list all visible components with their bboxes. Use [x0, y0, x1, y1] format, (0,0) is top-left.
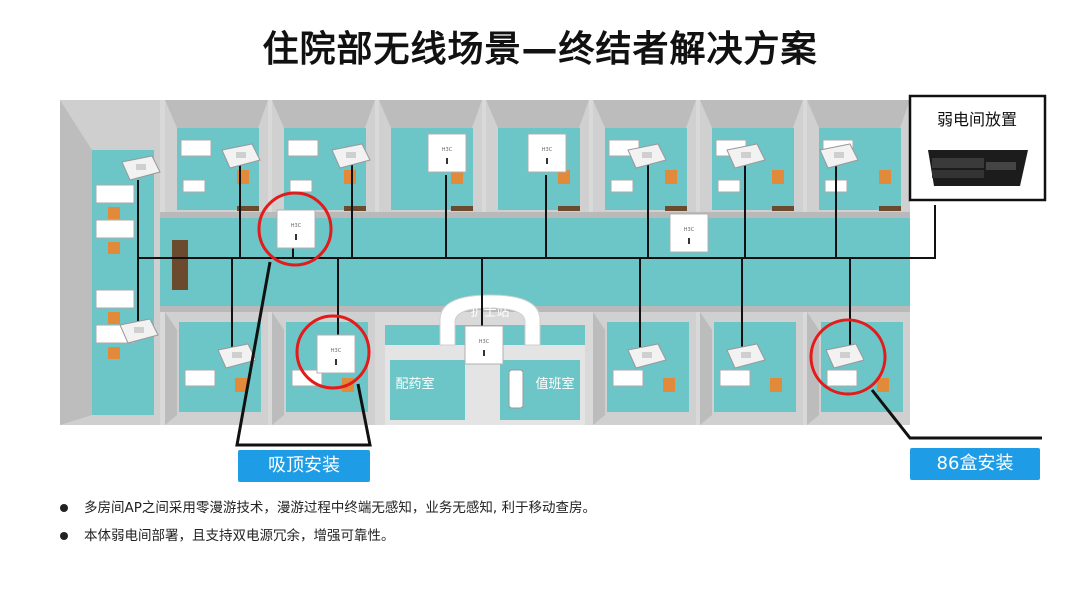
- left-ward-room: [60, 100, 160, 425]
- ceiling-ap-icon: H3C: [528, 134, 566, 172]
- chair-icon: [665, 170, 677, 184]
- ceiling-ap-icon: H3C: [317, 335, 355, 373]
- switch-icon: [928, 150, 1028, 186]
- door-icon: [665, 206, 687, 211]
- ceiling-ap-icon: H3C: [277, 210, 315, 248]
- bed-icon: [613, 370, 643, 386]
- corridor: [160, 212, 910, 312]
- ap-brand-logo: H3C: [331, 348, 342, 354]
- chair-icon: [772, 170, 784, 184]
- bed-icon: [288, 140, 318, 156]
- bed-icon: [290, 180, 312, 192]
- bottom-room: [593, 312, 696, 425]
- duty-room-label: 值班室: [535, 376, 574, 392]
- bed-icon: [183, 180, 205, 192]
- bed-icon: [96, 290, 134, 308]
- chair-icon: [235, 378, 247, 392]
- chair-icon: [344, 170, 356, 184]
- chair-icon: [663, 378, 675, 392]
- ceiling-ap-icon: H3C: [428, 134, 466, 172]
- chair-icon: [237, 170, 249, 184]
- chair-icon: [108, 242, 120, 254]
- door-icon: [344, 206, 366, 211]
- door-icon: [558, 206, 580, 211]
- door-icon: [172, 240, 188, 290]
- bullet-list: 多房间AP之间采用零漫游技术，漫游过程中终端无感知，业务无感知, 利于移动查房。…: [58, 494, 596, 550]
- bullet-item: 本体弱电间部署，且支持双电源冗余，增强可靠性。: [58, 522, 596, 550]
- chair-icon: [108, 312, 120, 324]
- nurse-station-label: 护士站: [470, 305, 509, 320]
- bullet-item: 多房间AP之间采用零漫游技术，漫游过程中终端无感知，业务无感知, 利于移动查房。: [58, 494, 596, 522]
- ap-brand-logo: H3C: [479, 339, 490, 345]
- weak-room-label: 弱电间放置: [937, 110, 1017, 129]
- ceiling-ap-icon: H3C: [465, 326, 503, 364]
- ap-brand-logo: H3C: [442, 147, 453, 153]
- bed-icon: [185, 370, 215, 386]
- ceiling-install-callout: 吸顶安装: [238, 450, 370, 482]
- bed-icon: [96, 185, 134, 203]
- bed-icon: [720, 370, 750, 386]
- chair-icon: [108, 207, 120, 219]
- bed-icon: [718, 180, 740, 192]
- box-install-callout: 86盒安装: [910, 448, 1040, 480]
- bed-icon: [827, 370, 857, 386]
- bottom-room: [165, 312, 268, 425]
- chair-icon: [879, 170, 891, 184]
- chair-icon: [770, 378, 782, 392]
- ap-brand-logo: H3C: [542, 147, 553, 153]
- ceiling-ap-icon: H3C: [670, 214, 708, 252]
- bed-icon: [611, 180, 633, 192]
- door-icon: [451, 206, 473, 211]
- bed-icon: [96, 220, 134, 238]
- ap-brand-logo: H3C: [291, 223, 302, 229]
- pharmacy-label: 配药室: [395, 376, 434, 392]
- bed-icon: [181, 140, 211, 156]
- bottom-room: [700, 312, 803, 425]
- chair-icon: [108, 347, 120, 359]
- ap-brand-logo: H3C: [684, 227, 695, 233]
- door-icon: [879, 206, 901, 211]
- door-icon: [772, 206, 794, 211]
- weak-current-room: 弱电间放置: [910, 96, 1045, 200]
